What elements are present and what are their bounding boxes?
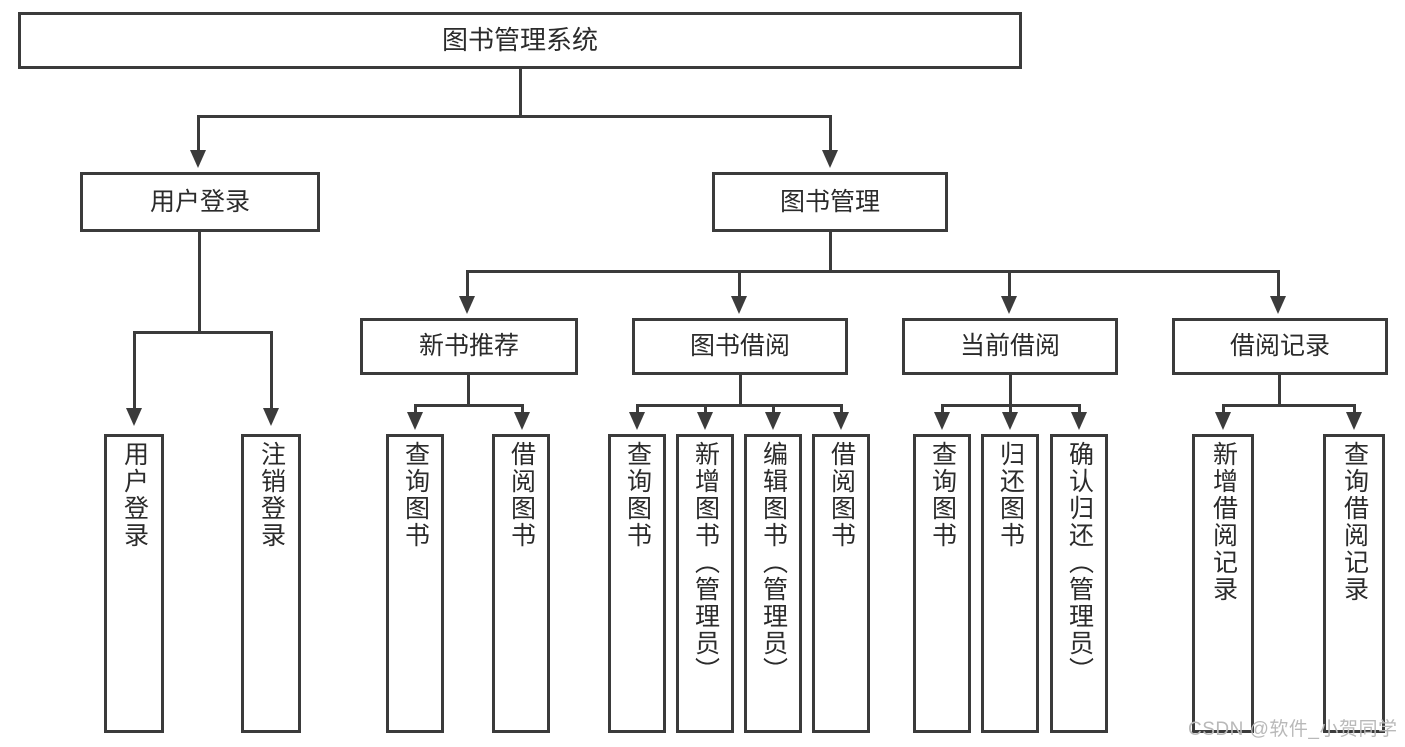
edge-drop-br-leaf-2 <box>1353 404 1356 416</box>
edge-new-book-recommend-bus <box>414 404 524 407</box>
node-book-management[interactable]: 图书管理 <box>712 172 948 232</box>
edge-drop-book-borrow <box>738 270 741 300</box>
edge-drop-user-login <box>197 115 200 155</box>
edge-current-borrow-stem <box>1009 375 1012 406</box>
edge-drop-bb-leaf-1 <box>636 404 639 416</box>
node-label: 图书管理系统 <box>441 24 598 55</box>
node-label: 归还图书 <box>996 441 1025 549</box>
node-label: 新书推荐 <box>418 332 519 361</box>
leaf-book-borrow-add-book-admin[interactable]: 新增图书（管理员） <box>676 434 734 733</box>
node-label: 用户登录 <box>120 441 149 549</box>
arrow-head-bb-leaf-4 <box>833 412 849 430</box>
edge-drop-book-management <box>829 115 832 155</box>
arrow-head-cb-leaf-2 <box>1002 412 1018 430</box>
node-label: 用户登录 <box>149 187 250 216</box>
arrow-head-current-borrow <box>1001 296 1017 314</box>
leaf-user-login-login[interactable]: 用户登录 <box>104 434 164 733</box>
edge-drop-nbr-leaf-1 <box>414 404 417 416</box>
edge-drop-leaf-user-login-2 <box>270 331 273 414</box>
edge-drop-borrow-record <box>1277 270 1280 300</box>
leaf-current-borrow-return-book[interactable]: 归还图书 <box>981 434 1039 733</box>
edge-borrow-record-stem <box>1278 375 1281 406</box>
edge-root-stem <box>519 69 522 117</box>
node-borrow-record[interactable]: 借阅记录 <box>1172 318 1388 375</box>
edge-drop-cb-leaf-3 <box>1078 404 1081 416</box>
leaf-current-borrow-query-book[interactable]: 查询图书 <box>913 434 971 733</box>
arrow-head-bb-leaf-3 <box>765 412 781 430</box>
node-label: 图书借阅 <box>689 332 790 361</box>
node-label: 查询图书 <box>928 441 957 549</box>
edge-book-borrow-bus <box>636 404 843 407</box>
node-label: 确认归还（管理员） <box>1065 441 1094 684</box>
arrow-head-leaf-user-login-2 <box>263 408 279 426</box>
arrow-head-nbr-leaf-1 <box>407 412 423 430</box>
watermark-text: CSDN @软件_小贺同学 <box>1188 719 1398 740</box>
leaf-borrow-record-add-record[interactable]: 新增借阅记录 <box>1192 434 1254 733</box>
edge-book-management-stem <box>829 232 832 272</box>
edge-user-login-bus <box>133 331 273 334</box>
edge-drop-br-leaf-1 <box>1222 404 1225 416</box>
node-label: 图书管理 <box>779 187 880 216</box>
arrow-head-leaf-user-login-1 <box>126 408 142 426</box>
leaf-new-book-recommend-query-book[interactable]: 查询图书 <box>386 434 444 733</box>
node-label: 新增图书（管理员） <box>691 441 720 684</box>
arrow-head-br-leaf-2 <box>1346 412 1362 430</box>
edge-drop-leaf-user-login-1 <box>133 331 136 414</box>
edge-drop-nbr-leaf-2 <box>521 404 524 416</box>
edge-level3-bus <box>466 270 1279 273</box>
arrow-head-book-borrow <box>731 296 747 314</box>
edge-level2-bus <box>197 115 832 118</box>
node-label: 注销登录 <box>257 441 286 549</box>
node-current-borrow[interactable]: 当前借阅 <box>902 318 1118 375</box>
arrow-head-bb-leaf-2 <box>697 412 713 430</box>
leaf-book-borrow-borrow-book[interactable]: 借阅图书 <box>812 434 870 733</box>
node-label: 编辑图书（管理员） <box>759 441 788 684</box>
arrow-head-bb-leaf-1 <box>629 412 645 430</box>
edge-new-book-recommend-stem <box>467 375 470 406</box>
leaf-borrow-record-query-record[interactable]: 查询借阅记录 <box>1323 434 1385 733</box>
arrow-head-book-management <box>822 150 838 168</box>
edge-drop-bb-leaf-2 <box>704 404 707 416</box>
arrow-head-cb-leaf-1 <box>934 412 950 430</box>
node-label: 当前借阅 <box>959 332 1060 361</box>
node-root-library-management-system[interactable]: 图书管理系统 <box>18 12 1022 69</box>
edge-drop-current-borrow <box>1008 270 1011 300</box>
node-label: 查询图书 <box>401 441 430 549</box>
leaf-user-login-logout[interactable]: 注销登录 <box>241 434 301 733</box>
leaf-current-borrow-confirm-return-admin[interactable]: 确认归还（管理员） <box>1050 434 1108 733</box>
edge-drop-cb-leaf-1 <box>941 404 944 416</box>
edge-drop-new-book-recommend <box>466 270 469 300</box>
edge-drop-bb-leaf-4 <box>840 404 843 416</box>
edge-drop-cb-leaf-2 <box>1009 404 1012 416</box>
node-user-login[interactable]: 用户登录 <box>80 172 320 232</box>
node-label: 借阅图书 <box>507 441 536 549</box>
node-new-book-recommend[interactable]: 新书推荐 <box>360 318 578 375</box>
arrow-head-user-login <box>190 150 206 168</box>
arrow-head-cb-leaf-3 <box>1071 412 1087 430</box>
node-label: 借阅记录 <box>1229 332 1330 361</box>
edge-drop-bb-leaf-3 <box>772 404 775 416</box>
edge-user-login-stem <box>198 232 201 333</box>
node-label: 借阅图书 <box>827 441 856 549</box>
leaf-book-borrow-edit-book-admin[interactable]: 编辑图书（管理员） <box>744 434 802 733</box>
arrow-head-borrow-record <box>1270 296 1286 314</box>
arrow-head-br-leaf-1 <box>1215 412 1231 430</box>
node-book-borrow[interactable]: 图书借阅 <box>632 318 848 375</box>
node-label: 查询图书 <box>623 441 652 549</box>
edge-book-borrow-stem <box>739 375 742 406</box>
leaf-new-book-recommend-borrow-book[interactable]: 借阅图书 <box>492 434 550 733</box>
edge-borrow-record-bus <box>1222 404 1356 407</box>
arrow-head-new-book-recommend <box>459 296 475 314</box>
arrow-head-nbr-leaf-2 <box>514 412 530 430</box>
node-label: 查询借阅记录 <box>1340 441 1369 603</box>
node-label: 新增借阅记录 <box>1209 441 1238 603</box>
leaf-book-borrow-query-book[interactable]: 查询图书 <box>608 434 666 733</box>
